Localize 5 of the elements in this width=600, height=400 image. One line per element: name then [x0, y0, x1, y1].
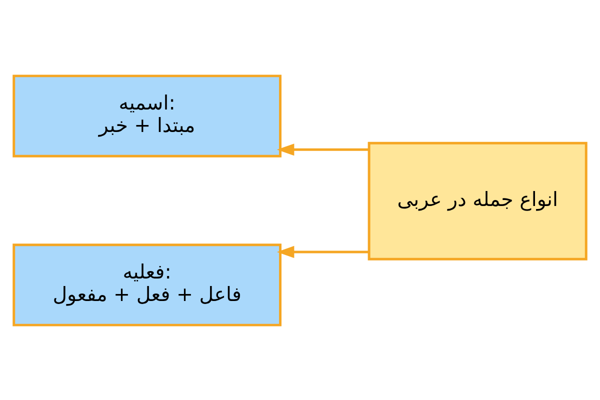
node-box: فعلیه: فاعل + فعل + مفعول	[12, 243, 282, 326]
node-box: انواع جمله در عربی	[368, 141, 588, 260]
arrow	[276, 143, 369, 156]
arrow	[276, 245, 369, 258]
node-box: اسمیه: مبتدا + خبر	[12, 74, 282, 157]
